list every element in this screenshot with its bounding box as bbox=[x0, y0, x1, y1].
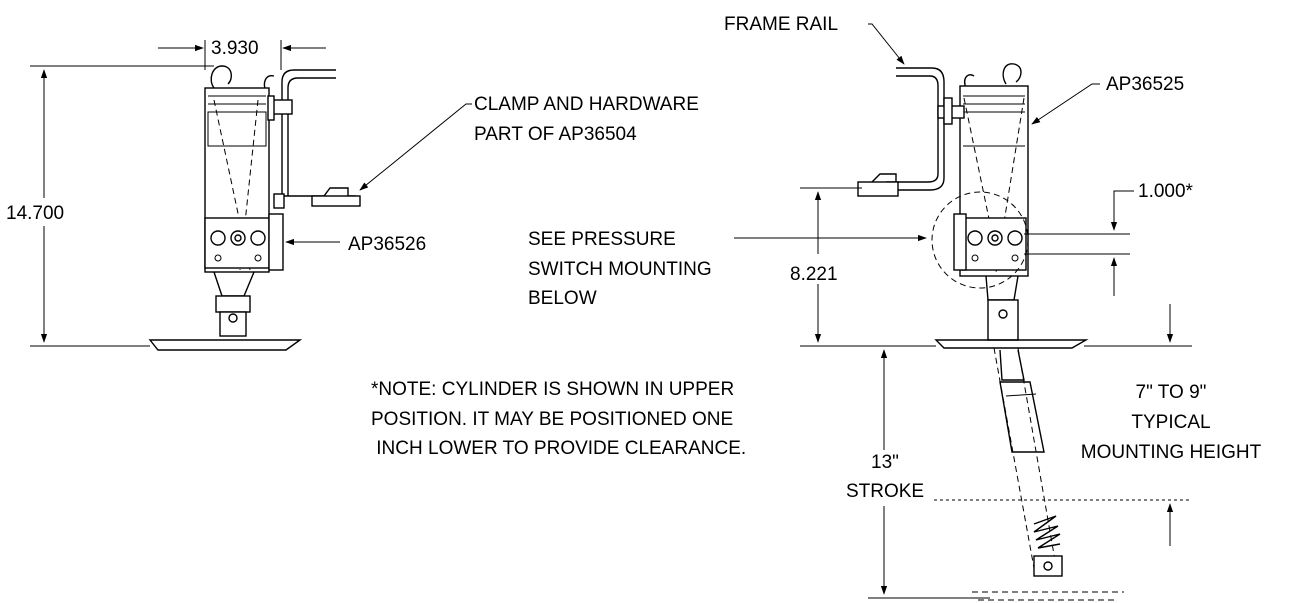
right-jack-view bbox=[857, 63, 1124, 601]
dim-width-label: 3.930 bbox=[211, 38, 259, 59]
dim-8221-label: 8.221 bbox=[790, 264, 838, 285]
clamp-leader bbox=[359, 103, 472, 191]
dim-height-label: 14.700 bbox=[6, 203, 64, 224]
clamp-label-line2: PART OF AP36504 bbox=[474, 124, 637, 145]
dim-1000-label: 1.000* bbox=[1138, 181, 1194, 202]
mount-line1: 7" TO 9" bbox=[1136, 382, 1207, 403]
part-ap36526-label: AP36526 bbox=[348, 234, 426, 255]
note-line2: POSITION. IT MAY BE POSITIONED ONE bbox=[371, 409, 733, 430]
left-jack-view bbox=[148, 65, 361, 351]
stroke-line2: STROKE bbox=[846, 481, 924, 502]
see-pressure-line1: SEE PRESSURE bbox=[528, 229, 676, 250]
left-dimensions bbox=[30, 40, 326, 347]
mount-line2: TYPICAL bbox=[1131, 412, 1210, 433]
part-ap36525-label: AP36525 bbox=[1106, 74, 1184, 95]
note-line3: INCH LOWER TO PROVIDE CLEARANCE. bbox=[371, 438, 746, 459]
see-pressure-line3: BELOW bbox=[528, 288, 597, 309]
note-line1: *NOTE: CYLINDER IS SHOWN IN UPPER bbox=[371, 379, 734, 400]
stroke-line1: 13" bbox=[871, 452, 899, 473]
see-pressure-line2: SWITCH MOUNTING bbox=[528, 259, 712, 280]
clamp-label-line1: CLAMP AND HARDWARE bbox=[474, 94, 699, 115]
mount-line3: MOUNTING HEIGHT bbox=[1081, 442, 1262, 463]
frame-rail-label: FRAME RAIL bbox=[724, 14, 838, 35]
right-dimensions bbox=[734, 23, 1192, 599]
